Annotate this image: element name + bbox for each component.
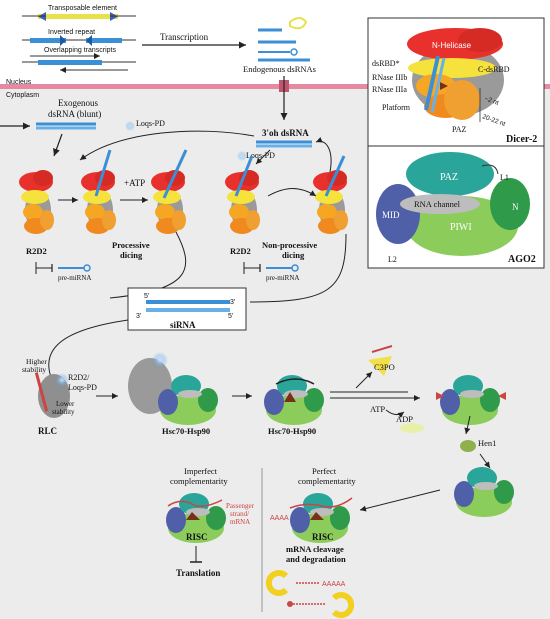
r2d2-left-label: R2D2 — [26, 246, 47, 256]
risc-imperfect — [166, 493, 226, 543]
c3po-complex — [368, 356, 392, 376]
rlc-complex — [34, 372, 70, 418]
lower-stability-2: stability — [52, 408, 75, 416]
sirna-5prime-top: 5' — [144, 293, 149, 300]
imperfect-label-2: complementarity — [170, 476, 228, 486]
imperfect-label-1: Imperfect — [184, 466, 218, 476]
sirna-strand-top — [146, 300, 230, 304]
rlc-label: RLC — [38, 426, 57, 436]
n-label: N — [512, 202, 519, 212]
dicer-complex-3 — [151, 149, 188, 234]
l1-label: L1 — [500, 173, 509, 182]
mrna-fragments — [265, 570, 355, 618]
nonprocessive-label-2: dicing — [282, 250, 305, 260]
inverted-repeat-label: Inverted repeat — [48, 29, 95, 36]
cleavage-label-1: mRNA cleavage — [286, 544, 344, 554]
sirna-strand-bottom — [146, 308, 230, 312]
higher-stability-2: stability — [22, 365, 46, 374]
mid-label: MID — [382, 210, 400, 220]
loqs-pd-top-label: Loqs-PD — [136, 119, 165, 128]
transposable-label: Transposable element — [48, 5, 117, 12]
overlapping-transcripts-schematic — [22, 53, 136, 73]
r2d2-right-label: R2D2 — [230, 246, 251, 256]
processive-label-1: Processive — [112, 240, 150, 250]
platform-label: Platform — [382, 103, 411, 112]
cleavage-label-2: and degradation — [286, 554, 346, 564]
sirna-label: siRNA — [170, 320, 196, 330]
hsc-label-1: Hsc70-Hsp90 — [162, 426, 210, 436]
transposable-element-schematic — [22, 12, 136, 21]
passenger-label-2: strand/ — [230, 510, 249, 518]
inverted-repeat-schematic — [22, 35, 136, 46]
risc-perfect — [289, 493, 353, 543]
passenger-label-3: mRNA — [230, 518, 250, 526]
dicer-complex-2 — [81, 149, 116, 234]
passenger-label-1: Passenger — [226, 502, 255, 510]
exogenous-label-2: dsRNA (blunt) — [48, 109, 101, 119]
loading-complex-1 — [128, 352, 218, 425]
dicer2-structure — [407, 28, 504, 120]
sirna-3prime-top: 3' — [230, 299, 235, 306]
processive-label-2: dicing — [120, 250, 143, 260]
hen1-blob — [460, 440, 476, 452]
premirna-right-label: pre-miRNA — [266, 274, 299, 282]
dicer-complex-4 — [225, 155, 260, 234]
exogenous-label-1: Exogenous — [58, 98, 98, 108]
hen1-label: Hen1 — [478, 438, 496, 448]
dicer2-title: Dicer-2 — [506, 134, 537, 145]
risc-right-label: RISC — [312, 532, 334, 542]
l2-label: L2 — [388, 255, 397, 264]
rna-channel-label: RNA channel — [414, 199, 461, 209]
loqs-pd-mid-label: Loqs-PD — [246, 151, 275, 160]
rnase-iiia-label: RNase IIIa — [372, 85, 407, 94]
nonprocessive-label-1: Non-processive — [262, 240, 317, 250]
premirna-left-label: pre-miRNA — [58, 274, 91, 282]
sirna-3prime-bottom: 3' — [136, 313, 141, 320]
perfect-label-2: complementarity — [298, 476, 356, 486]
higher-stability-1: Higher — [26, 357, 47, 366]
dsrbd-label: dsRBD* — [372, 59, 400, 68]
poly-a-top: AAAA — [270, 515, 289, 522]
endogenous-label: Endogenous dsRNAs — [243, 64, 316, 74]
endogenous-dsrna-icons — [258, 17, 310, 62]
nuclear-membrane — [0, 84, 550, 89]
r2d2-loqs-2: Loqs-PD — [68, 383, 97, 392]
poly-a-bottom: AAAAA — [322, 581, 346, 588]
r2d2-loqs-1: R2D2/ — [68, 373, 90, 382]
cytoplasm-label: Cytoplasm — [6, 92, 39, 99]
risc-left-label: RISC — [186, 532, 208, 542]
atp-loading-label: ATP — [370, 404, 385, 414]
piwi-label: PIWI — [450, 222, 472, 233]
nucleus-label: Nucleus — [6, 79, 32, 86]
lower-stability-1: Lower — [56, 400, 75, 408]
paz-label-dicer: PAZ — [452, 125, 466, 134]
ago2-title: AGO2 — [508, 254, 536, 265]
n-helicase-label: N-Helicase — [432, 41, 472, 50]
atp-label: +ATP — [124, 178, 145, 188]
three-oh-dsrna-label: 3'oh dsRNA — [262, 128, 309, 138]
translation-label: Translation — [176, 568, 220, 578]
perfect-label-1: Perfect — [312, 466, 337, 476]
sirna-5prime-bottom: 5' — [228, 313, 233, 320]
loaded-ago-complex — [436, 375, 506, 425]
adp-blob — [400, 423, 424, 433]
ago2-structure — [376, 152, 530, 256]
c3po-label: C3PO — [374, 362, 395, 372]
c-dsrbd-label: C-dsRBD — [478, 65, 510, 74]
two-nt-label: ~2 nt — [483, 95, 499, 107]
paz-label-ago: PAZ — [440, 172, 458, 183]
rnase-iiib-label: RNase IIIb — [372, 73, 407, 82]
hsc-label-2: Hsc70-Hsp90 — [268, 426, 316, 436]
loading-complex-2 — [264, 375, 324, 425]
overlapping-label: Overlapping transcripts — [44, 47, 116, 54]
adp-label: ADP — [396, 414, 413, 424]
dicer-complex-5 — [313, 155, 348, 234]
transcription-label: Transcription — [160, 32, 209, 42]
